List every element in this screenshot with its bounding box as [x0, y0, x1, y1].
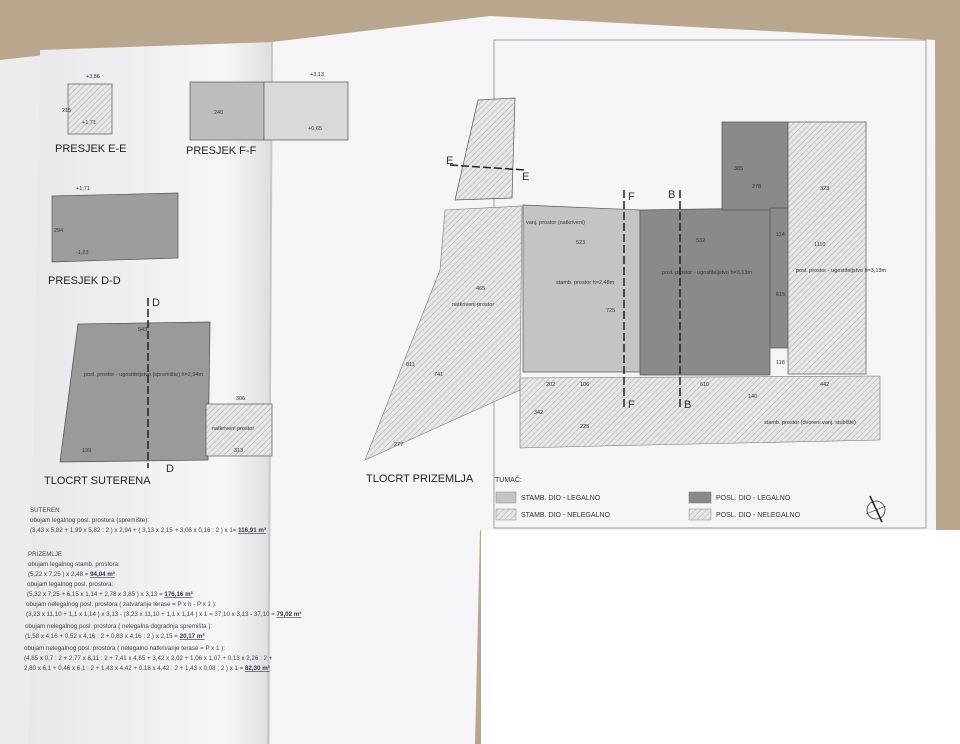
- dimension-label: 140: [748, 394, 757, 400]
- plan-title: TLOCRT PRIZEMLJA: [366, 473, 474, 485]
- dimension-label: 240: [214, 110, 223, 116]
- dimension-label: 225: [580, 424, 589, 430]
- legend-label: STAMB. DIO - LEGALNO: [521, 495, 601, 502]
- dimension-label: 1110: [814, 242, 825, 248]
- section-title: PRESJEK E-E: [55, 143, 127, 155]
- room-label: stamb. prostor (dvoreni vanj. stubište): [764, 420, 856, 426]
- section-f-f: 240 +3,13 +0,65 PRESJEK F-F: [186, 72, 349, 157]
- calc-label: obujam legalnog posl. prostora (spremišt…: [30, 517, 149, 524]
- volume-calculations: SUTEREN obujam legalnog posl. prostora (…: [24, 507, 301, 672]
- cut-mark: F: [628, 191, 635, 203]
- cut-mark: B: [668, 189, 675, 201]
- dimension-label: 294: [54, 228, 63, 234]
- plan-title: TLOCRT SUTERENA: [44, 475, 151, 487]
- legend-swatch: [688, 491, 712, 504]
- dimension-label: 114: [776, 232, 785, 238]
- cut-mark: E: [446, 155, 453, 167]
- dimension-label: +1,71: [76, 186, 90, 192]
- calc-label: obujam nelegalnog posl. prostora ( zatva…: [26, 601, 217, 608]
- dimension-label: 342: [534, 410, 543, 416]
- room-label: posl. prostor - ugostiteljstvo h=3,13m: [796, 268, 886, 274]
- blank-overlay: [481, 530, 960, 744]
- dimension-label: 610: [700, 382, 709, 388]
- calc-formula: (5,22 x 7,25 ) x 2,48 = 94,04 m³: [28, 571, 115, 578]
- section-title: PRESJEK F-F: [186, 145, 257, 157]
- room-label: posl. prostor - ugostiteljstvo h=3,13m: [662, 270, 752, 276]
- room-label: vanj. prostor (natkriveni): [526, 220, 585, 226]
- legend-title: TUMAČ:: [495, 475, 522, 484]
- room-label: natkriveni prostor: [452, 302, 494, 308]
- cut-mark: B: [684, 399, 691, 411]
- dimension-label: 215: [62, 108, 71, 114]
- legend-label: POSL. DIO - LEGALNO: [716, 495, 791, 502]
- dimension-label: 523: [576, 240, 585, 246]
- calc-label: obujam nelegalnog posl. prostora ( neleg…: [25, 623, 212, 630]
- room-label: posl. prostor - ugostiteljstvo (spremišt…: [84, 372, 203, 378]
- dimension-label: -1,23: [76, 250, 89, 256]
- section-e-e: +3,86 +1,71 215 PRESJEK E-E: [55, 74, 127, 155]
- dimension-label: 385: [734, 166, 743, 172]
- legend: TUMAČ: STAMB. DIO - LEGALNO STAMB. DIO -…: [495, 475, 887, 523]
- calc-label: obujam legalnog stamb. prostora:: [28, 561, 120, 568]
- dimension-label: +3,13: [310, 72, 324, 78]
- dimension-label: +1,71: [82, 120, 96, 126]
- dimension-label: 278: [752, 184, 761, 190]
- dimension-label: 725: [606, 308, 615, 314]
- dimension-label: 199: [82, 448, 91, 454]
- dimension-label: 615: [776, 292, 785, 298]
- dimension-label: 442: [820, 382, 829, 388]
- calc-label: obujam nelegalnog posl. prostora ( neleg…: [24, 645, 225, 652]
- dimension-label: 306: [236, 396, 245, 402]
- legend-label: STAMB. DIO - NELEGALNO: [521, 512, 610, 519]
- dimension-label: 202: [546, 382, 555, 388]
- dimension-label: 118: [776, 360, 785, 366]
- cut-mark: D: [152, 297, 160, 309]
- section-title: PRESJEK D-D: [48, 275, 121, 287]
- cut-mark: F: [628, 399, 635, 411]
- ground-floor-plan: E E F F B B 523 532 114 323 278 385 610 …: [364, 97, 886, 485]
- calc-formula: (3,23 x 11,10 + 1,1 x 1,14 ) x 3,13 - (3…: [26, 611, 301, 618]
- legend-swatch: [688, 508, 712, 521]
- room-label: stamb. prostor h=2,48m: [556, 280, 615, 286]
- dimension-label: +3,86: [86, 74, 100, 80]
- dimension-label: 106: [580, 382, 589, 388]
- calc-formula: (4,85 x 0,7 : 2 + 2,77 x 8,11 : 2 + 7,41…: [24, 655, 273, 662]
- dimension-label: 465: [476, 286, 485, 292]
- basement-plan: D D 543 306 313 199 posl. prostor - ugos…: [44, 297, 273, 487]
- dimension-label: 323: [820, 186, 829, 192]
- sheet-fold: [267, 41, 273, 744]
- dimension-label: 811: [406, 362, 415, 368]
- legend-label: POSL. DIO - NELEGALNO: [716, 512, 801, 519]
- dimension-label: 532: [696, 238, 705, 244]
- section-d-d: +1,71 -1,23 294 PRESJEK D-D: [48, 186, 179, 287]
- compass-north-arrow-icon: [865, 495, 887, 523]
- legend-swatch: [495, 491, 517, 504]
- dimension-label: +0,65: [308, 126, 322, 132]
- calc-formula: (1,58 x 4,16 + 0,52 x 4,16 : 2 + 0,83 x …: [25, 633, 204, 640]
- cut-mark: D: [166, 463, 174, 475]
- calc-label: obujam legalnog posl. prostora:: [27, 581, 114, 588]
- calc-formula: (3,43 x 5,82 + 1,99 x 5,82 : 2 ) x 2,94 …: [30, 527, 266, 534]
- dimension-label: 277: [394, 442, 403, 448]
- dimension-label: 543: [138, 327, 147, 333]
- legend-swatch: [495, 508, 517, 521]
- calc-heading: PRIZEMLJE: [28, 551, 62, 558]
- calc-heading: SUTEREN: [30, 507, 60, 514]
- dimension-label: 313: [234, 448, 243, 454]
- dimension-label: 741: [434, 372, 443, 378]
- calc-formula: (5,32 x 7,25 + 6,15 x 1,14 + 2,78 x 3,85…: [27, 591, 193, 598]
- calc-formula: 2,80 x 6,1 + 0,46 x 6,1 : 2 + 1,43 x 4,4…: [24, 665, 270, 672]
- cut-mark: E: [522, 171, 529, 183]
- room-label: natkriveni prostor: [212, 426, 254, 432]
